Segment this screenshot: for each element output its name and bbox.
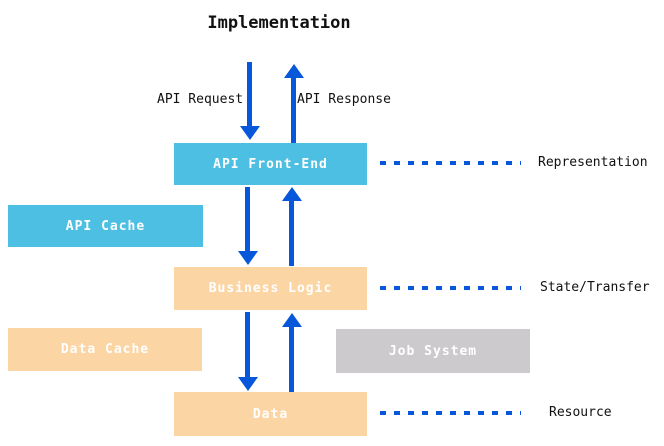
state-transfer-label: State/Transfer	[540, 280, 650, 295]
diagram-title: Implementation	[207, 13, 351, 33]
arrow-head	[282, 313, 302, 327]
api-request-down-arrow-icon	[240, 62, 260, 140]
data-box: Data	[174, 392, 367, 436]
state-transfer-dashed-line	[380, 286, 521, 290]
arrow-shaft	[291, 76, 296, 143]
arrow-head	[284, 64, 304, 78]
arrow-shaft	[247, 62, 252, 128]
business-logic-box: Business Logic	[174, 267, 367, 310]
representation-dashed-line	[380, 161, 521, 165]
representation-label: Representation	[538, 155, 648, 170]
resource-dashed-line	[380, 411, 521, 415]
arrow-head	[240, 126, 260, 140]
resource-label: Resource	[549, 405, 612, 420]
api-cache-box: API Cache	[8, 205, 203, 247]
logic-to-frontend-up-arrow-icon	[282, 187, 302, 266]
api-front-end-label: API Front-End	[213, 156, 328, 172]
data-to-logic-up-arrow-icon	[282, 313, 302, 393]
api-front-end-box: API Front-End	[174, 143, 367, 185]
arrow-head	[238, 377, 258, 391]
arrow-shaft	[245, 187, 250, 253]
arrow-shaft	[289, 325, 294, 393]
arrow-shaft	[289, 199, 294, 266]
arrow-shaft	[245, 312, 250, 379]
data-label: Data	[252, 406, 289, 422]
data-cache-box: Data Cache	[8, 328, 202, 371]
api-response-label: API Response	[297, 92, 391, 107]
arrow-head	[238, 251, 258, 265]
business-logic-label: Business Logic	[208, 281, 333, 296]
api-request-label: API Request	[157, 92, 244, 107]
job-system-label: Job System	[388, 343, 478, 359]
data-cache-label: Data Cache	[60, 342, 150, 357]
job-system-box: Job System	[336, 329, 530, 373]
logic-to-data-down-arrow-icon	[238, 312, 258, 391]
api-cache-label: API Cache	[65, 218, 146, 234]
arrow-head	[282, 187, 302, 201]
frontend-to-logic-down-arrow-icon	[238, 187, 258, 265]
api-response-up-arrow-icon	[284, 64, 304, 143]
